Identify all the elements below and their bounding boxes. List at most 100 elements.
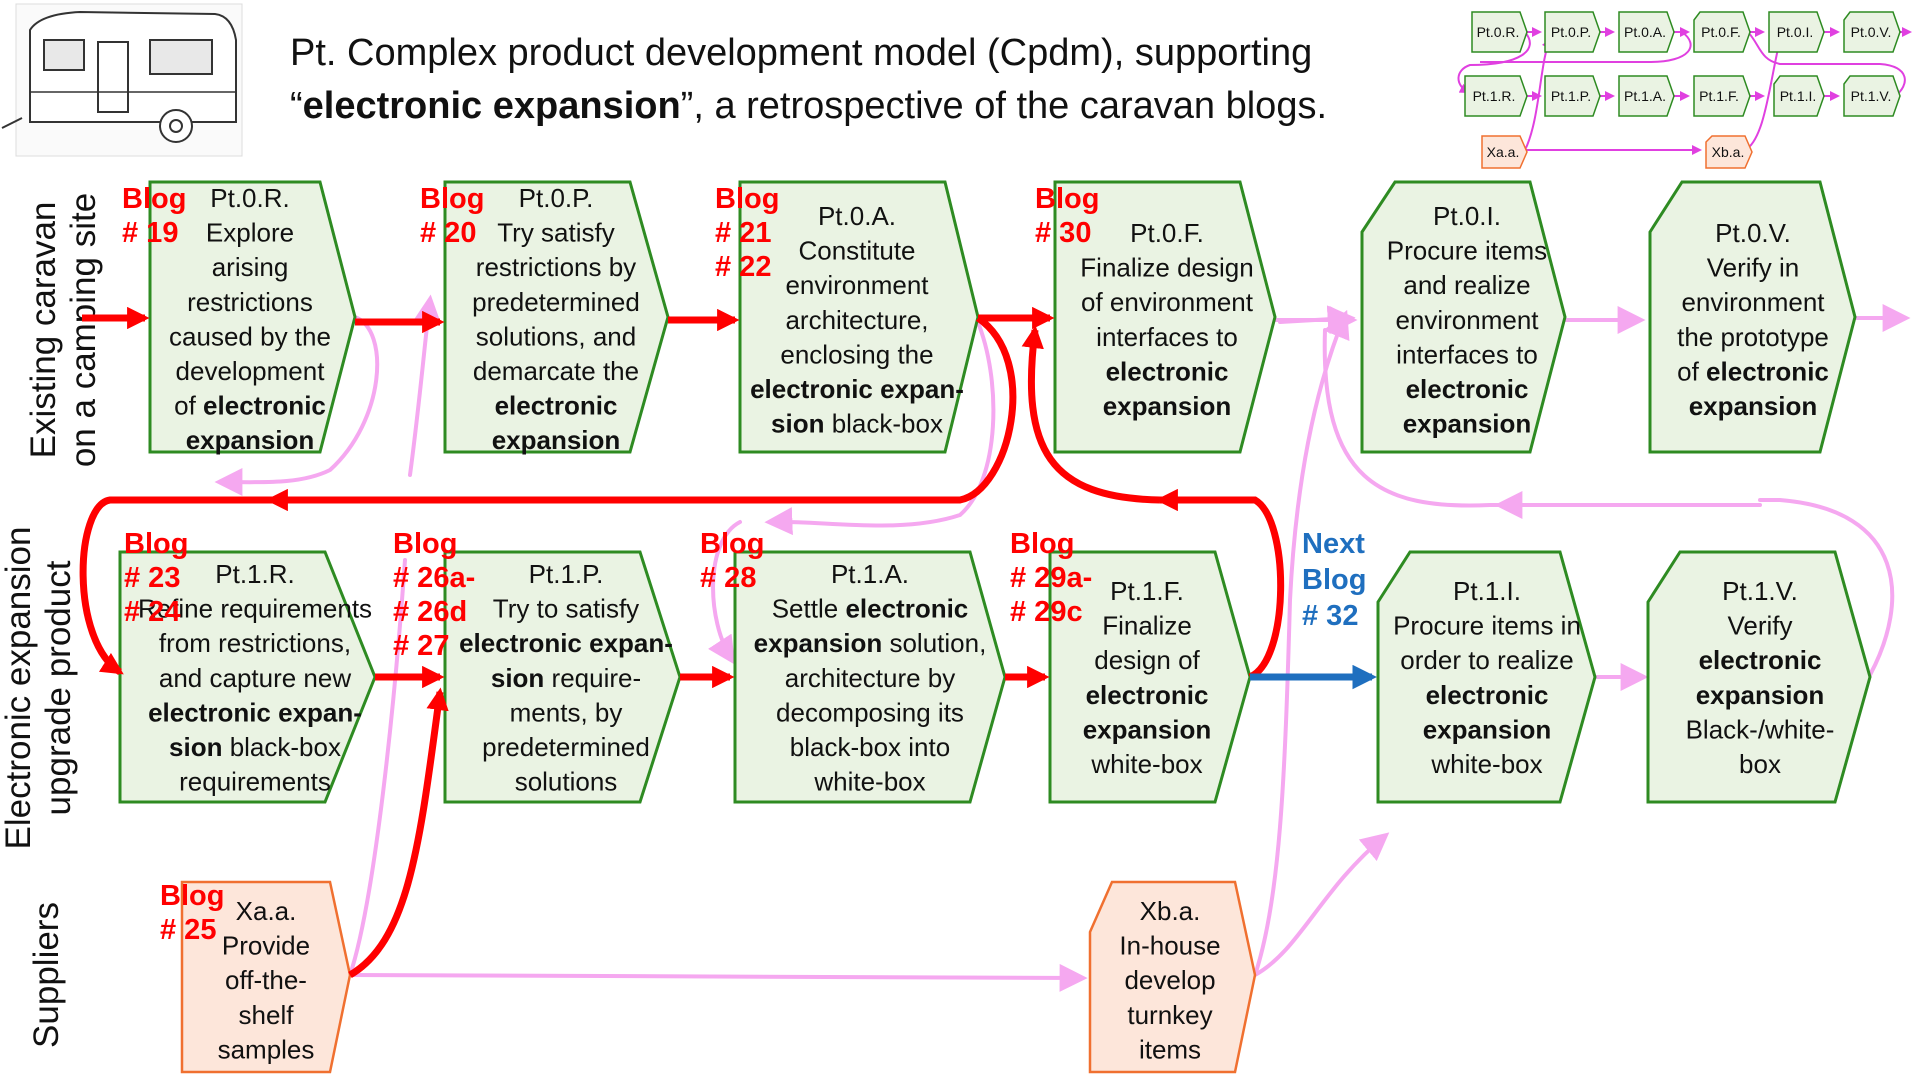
blog-label-line: Blog (1010, 528, 1074, 560)
box-text-line: Procure items in (1393, 611, 1581, 641)
mini-label-xba: Xb.a. (1712, 144, 1745, 160)
box-text-line: of environment (1081, 287, 1254, 317)
process-box-pt0v (1648, 180, 1857, 454)
process-box-pt1r (118, 550, 377, 804)
box-text-line: enclosing the (780, 339, 933, 369)
blog-label-line: # 19 (122, 217, 178, 249)
box-text-line: Verify (1727, 611, 1792, 641)
box-text-line: architecture, (785, 305, 928, 335)
blog-label-line: # 26a- (393, 562, 475, 594)
box-text-line: Pt.1.F. (1110, 576, 1184, 606)
mini-label-pt1f: Pt.1.F. (1699, 88, 1739, 104)
blog-label-23-24: Blog# 23# 24 (124, 528, 188, 628)
box-text-line: samples (218, 1034, 315, 1064)
box-text-line: decomposing its (776, 697, 964, 727)
box-text-line: solution, (882, 628, 986, 658)
box-text-line: predetermined (482, 732, 650, 762)
supplier-box-xba (1088, 880, 1257, 1074)
blog-label-line: Blog (715, 183, 779, 215)
mini-label-pt0f: Pt.0.F. (1701, 24, 1741, 40)
process-box-pt1p (443, 550, 682, 804)
blog-label-21-22: Blog# 21# 22 (715, 183, 779, 283)
box-text-line: solutions, and (476, 321, 636, 351)
blog-label-line: Blog (122, 183, 186, 215)
box-text-line: expansion (186, 425, 315, 455)
box-text-line: interfaces to (1096, 322, 1238, 352)
caravan-logo (1, 3, 243, 157)
lane-label-upgrade-product: upgrade product (39, 560, 78, 815)
box-text-line: develop (1124, 965, 1215, 995)
box-text-line: Finalize design (1080, 253, 1253, 283)
box-text-line: Pt.1.V. (1722, 576, 1798, 606)
box-text-line: the prototype (1677, 322, 1829, 352)
box-text-line: electronic (845, 594, 968, 624)
box-text-line: Verify in (1707, 253, 1800, 283)
blog-label-26-27: Blog# 26a-# 26d# 27 (393, 528, 475, 662)
box-text-line: white-box (813, 767, 925, 797)
mini-label-pt1i: Pt.1.I. (1780, 88, 1817, 104)
box-text-line: Black-/white- (1686, 714, 1835, 744)
box-text-line: white-box (1090, 749, 1202, 779)
box-text-line: Pt.0.I. (1433, 201, 1501, 231)
mini-label-xaa: Xa.a. (1487, 144, 1520, 160)
box-text-line: require- (544, 663, 641, 693)
box-text-line: black-box into (790, 732, 950, 762)
box-text-line: Explore (206, 218, 294, 248)
blog-labels: Blog# 19 Blog# 20 Blog# 21# 22 Blog# 30 … (122, 183, 1366, 946)
box-text-line: black-box (222, 732, 341, 762)
box-text-line: Pt.0.V. (1715, 218, 1791, 248)
blog-label-line: # 22 (715, 251, 771, 283)
lane-label-suppliers: Suppliers (27, 902, 66, 1048)
process-box-pt0i (1360, 180, 1567, 454)
blog-label-28: Blog# 28 (700, 528, 764, 594)
box-text-line: from restrictions, (159, 628, 351, 658)
blog-label-line: # 27 (393, 630, 449, 662)
blog-label-line: # 21 (715, 217, 771, 249)
title-line2: “electronic expansion”, a retrospective … (290, 85, 1327, 127)
box-text-line: expansion (492, 425, 621, 455)
box-text-line: sion (169, 732, 222, 762)
box-text-line: predetermined (472, 287, 640, 317)
process-box-pt1f (1048, 550, 1252, 804)
box-text-line: electronic (1706, 356, 1829, 386)
title-line1: Pt. Complex product development model (C… (290, 32, 1312, 74)
box-text-line: arising (212, 252, 289, 282)
box-text-line: electronic expan- (148, 697, 362, 727)
box-text-line: sion (491, 663, 544, 693)
lane-label-camping-site: on a camping site (64, 193, 103, 467)
box-text-line: Constitute (798, 236, 915, 266)
box-text-line: requirements (179, 767, 331, 797)
box-text-line: Finalize (1102, 611, 1192, 641)
blog-label-line: # 26d (393, 596, 467, 628)
box-text-line: expansion (754, 628, 883, 658)
box-text-line: expansion (1696, 680, 1825, 710)
box-text-line: Try satisfy (497, 218, 614, 248)
box-text-line: box (1739, 749, 1781, 779)
process-box-pt0p (443, 180, 670, 454)
process-boxes (118, 180, 1872, 1074)
box-text-line: electronic expan- (750, 374, 964, 404)
box-text-line: Xa.a. (236, 896, 297, 926)
blog-label-line: Blog (420, 183, 484, 215)
box-text-line: restrictions by (476, 252, 636, 282)
blog-label-line: Blog (393, 528, 457, 560)
box-text-line: off-the- (225, 965, 307, 995)
box-text-line: restrictions (187, 287, 313, 317)
box-text-line: Pt.1.P. (529, 559, 604, 589)
mini-label-pt1r: Pt.1.R. (1473, 88, 1516, 104)
process-box-pt1i (1376, 550, 1597, 804)
box-text-line: turnkey (1127, 1000, 1212, 1030)
box-text-line: electronic (1699, 645, 1822, 675)
blog-label-line: Blog (124, 528, 188, 560)
box-text-line: environment (785, 270, 929, 300)
blog-label-20: Blog# 20 (420, 183, 484, 249)
mini-label-pt0p: Pt.0.P. (1551, 24, 1591, 40)
box-text-line: demarcate the (473, 356, 639, 386)
